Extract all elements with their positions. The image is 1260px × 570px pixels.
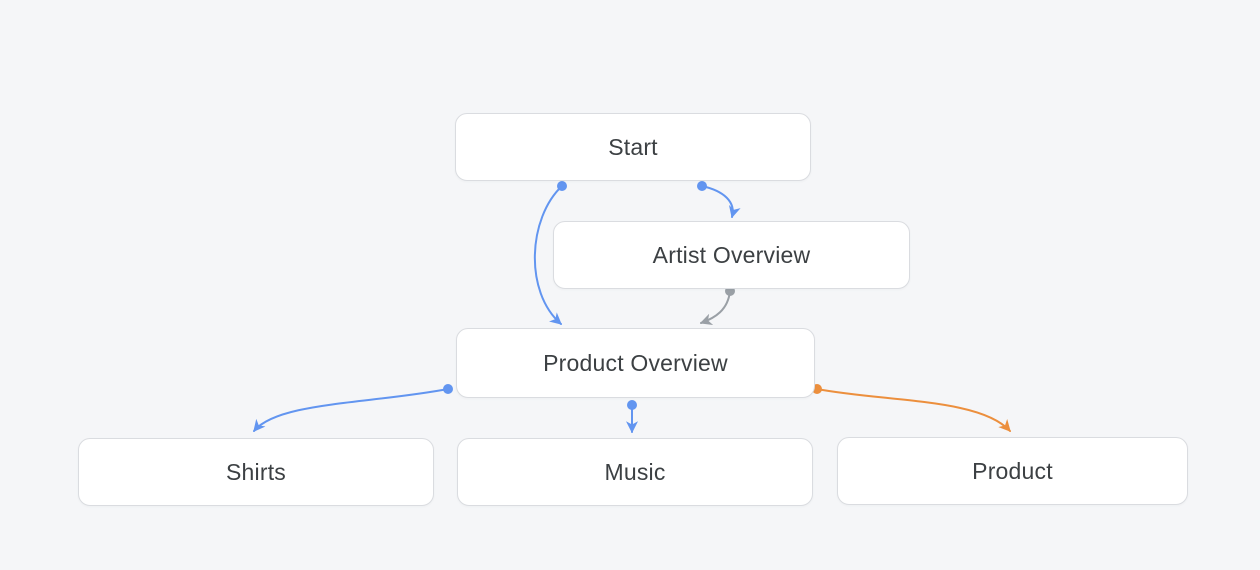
node-label: Shirts xyxy=(226,458,286,485)
flow-node-shirts[interactable]: Shirts xyxy=(78,438,434,506)
flow-node-music[interactable]: Music xyxy=(457,438,813,506)
node-label: Start xyxy=(608,133,658,160)
node-label: Product Overview xyxy=(543,349,728,376)
edge-path[interactable] xyxy=(816,388,1011,432)
node-label: Music xyxy=(604,458,666,485)
flow-node-artist-overview[interactable]: Artist Overview xyxy=(553,221,910,289)
edge-path[interactable] xyxy=(533,185,563,325)
edge-path[interactable] xyxy=(253,388,449,432)
node-label: Product xyxy=(972,457,1053,484)
flow-node-product[interactable]: Product xyxy=(837,437,1188,505)
edge-path[interactable] xyxy=(701,185,741,219)
flow-node-product-overview[interactable]: Product Overview xyxy=(456,328,815,398)
flow-node-start[interactable]: Start xyxy=(455,113,811,181)
node-label: Artist Overview xyxy=(652,241,811,268)
